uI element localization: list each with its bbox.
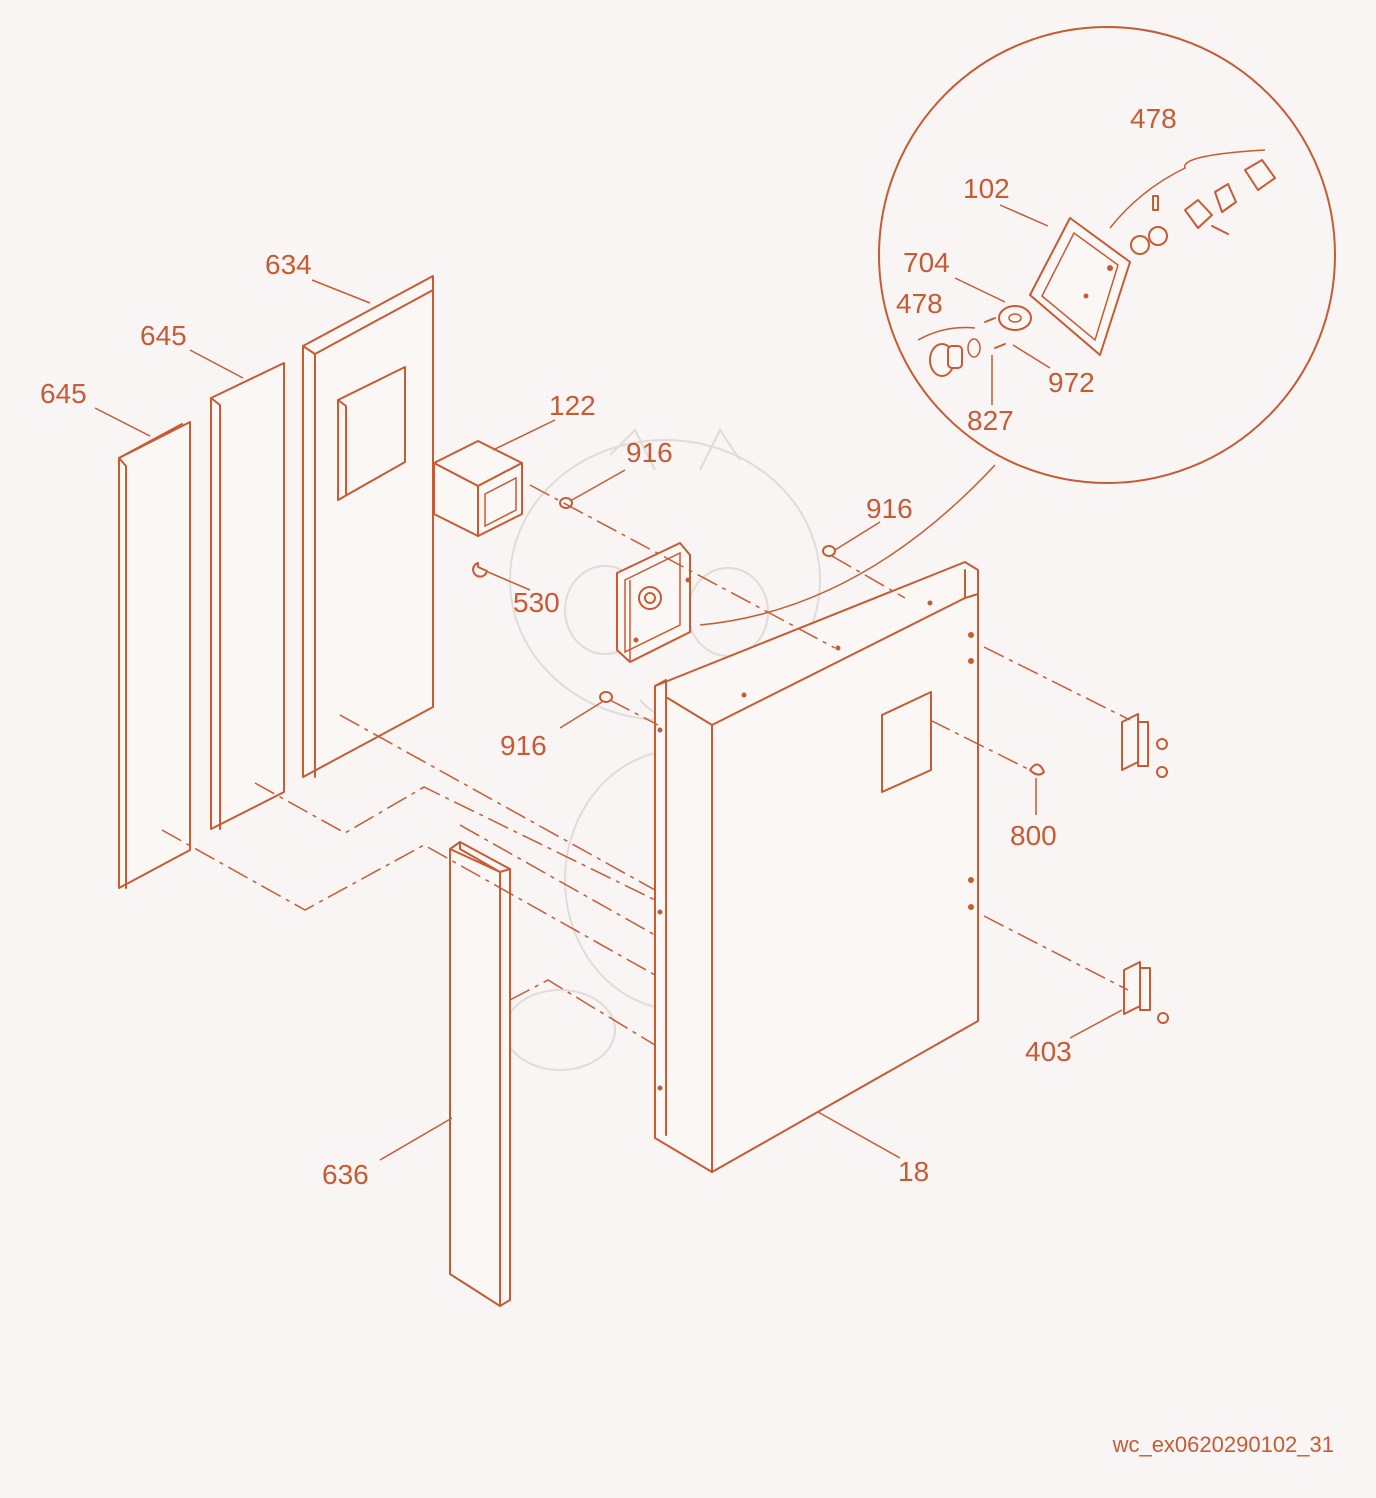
- part-18-cabinet-panel: [654, 561, 979, 1173]
- part-634-door-panel: [302, 275, 434, 778]
- part-labels: 634 645 645 122 916 916 530 916 800 403 …: [40, 103, 1177, 1190]
- label-645-left: 645: [40, 378, 87, 409]
- label-636: 636: [322, 1159, 369, 1190]
- detail-magnified-view: [699, 26, 1336, 626]
- label-403: 403: [1025, 1036, 1072, 1067]
- part-916-nut-c: [599, 691, 613, 703]
- part-916-nut-b: [822, 545, 836, 557]
- label-916-right: 916: [866, 493, 913, 524]
- label-478-contacts: 478: [1130, 103, 1177, 134]
- label-122: 122: [549, 390, 596, 421]
- label-972: 972: [1048, 367, 1095, 398]
- part-645-strip-middle: [210, 362, 285, 830]
- label-827: 827: [967, 405, 1014, 436]
- label-916-lower: 916: [500, 730, 547, 761]
- label-18: 18: [898, 1156, 929, 1187]
- label-916-upper: 916: [626, 437, 673, 468]
- label-645-middle: 645: [140, 320, 187, 351]
- drawing-code: wc_ex0620290102_31: [1112, 1432, 1334, 1457]
- part-102-bracket-assembly: [616, 542, 691, 663]
- label-704: 704: [903, 247, 950, 278]
- label-530: 530: [513, 587, 560, 618]
- part-122-box: [433, 440, 523, 537]
- part-530-clip: [472, 562, 488, 578]
- label-478-button: 478: [896, 288, 943, 319]
- label-800: 800: [1010, 820, 1057, 851]
- label-634: 634: [265, 249, 312, 280]
- part-800-pin: [1029, 763, 1045, 776]
- assembly-guide-lines: [161, 484, 1131, 1046]
- part-636-strip: [449, 841, 511, 1307]
- part-645-strip-left: [118, 421, 191, 889]
- leader-lines: [94, 204, 1123, 1161]
- part-403-hinge-lower: [1123, 961, 1169, 1024]
- label-102: 102: [963, 173, 1010, 204]
- part-hinge-upper: [1121, 713, 1168, 778]
